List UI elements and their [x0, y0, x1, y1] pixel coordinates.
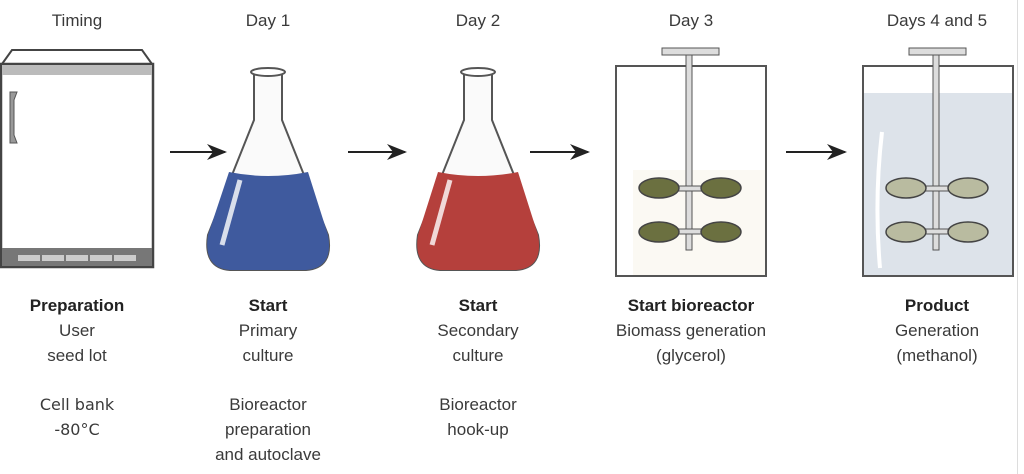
- primary-culture-flask-icon: [206, 67, 330, 271]
- step-title: Start: [248, 296, 288, 315]
- step-line: Generation: [894, 321, 980, 340]
- step-title: Product: [904, 296, 970, 315]
- step-line: culture: [452, 346, 504, 365]
- timing-label: Day 1: [245, 11, 291, 30]
- timing-label: Timing: [51, 11, 103, 30]
- step-note: Bioreactor: [439, 395, 517, 414]
- step-note: preparation: [224, 420, 311, 439]
- bioreactor-product-icon: [862, 47, 1014, 277]
- step-title: Start bioreactor: [627, 296, 755, 315]
- step-note: -80°C: [54, 420, 100, 439]
- step-title: Preparation: [29, 296, 125, 315]
- step-line: (glycerol): [656, 346, 726, 365]
- step-line: Biomass generation: [615, 321, 767, 340]
- step-line: Secondary: [437, 321, 519, 340]
- secondary-culture-flask-icon: [416, 67, 540, 271]
- step-line: Primary: [238, 321, 298, 340]
- freezer-icon: [0, 49, 155, 269]
- timing-label: Day 2: [455, 11, 501, 30]
- step-line: culture: [242, 346, 294, 365]
- step-line: seed lot: [47, 346, 107, 365]
- bioreactor-biomass-icon: [615, 47, 767, 277]
- timing-label: Days 4 and 5: [886, 11, 988, 30]
- right-border: [1017, 0, 1018, 474]
- timing-label: Day 3: [668, 11, 714, 30]
- step-note: Cell bank: [39, 395, 115, 414]
- step-note: and autoclave: [215, 445, 321, 464]
- step-note: Bioreactor: [229, 395, 307, 414]
- step-note: hook-up: [447, 420, 509, 439]
- step-line: User: [59, 321, 95, 340]
- step-line: (methanol): [896, 346, 978, 365]
- step-title: Start: [458, 296, 498, 315]
